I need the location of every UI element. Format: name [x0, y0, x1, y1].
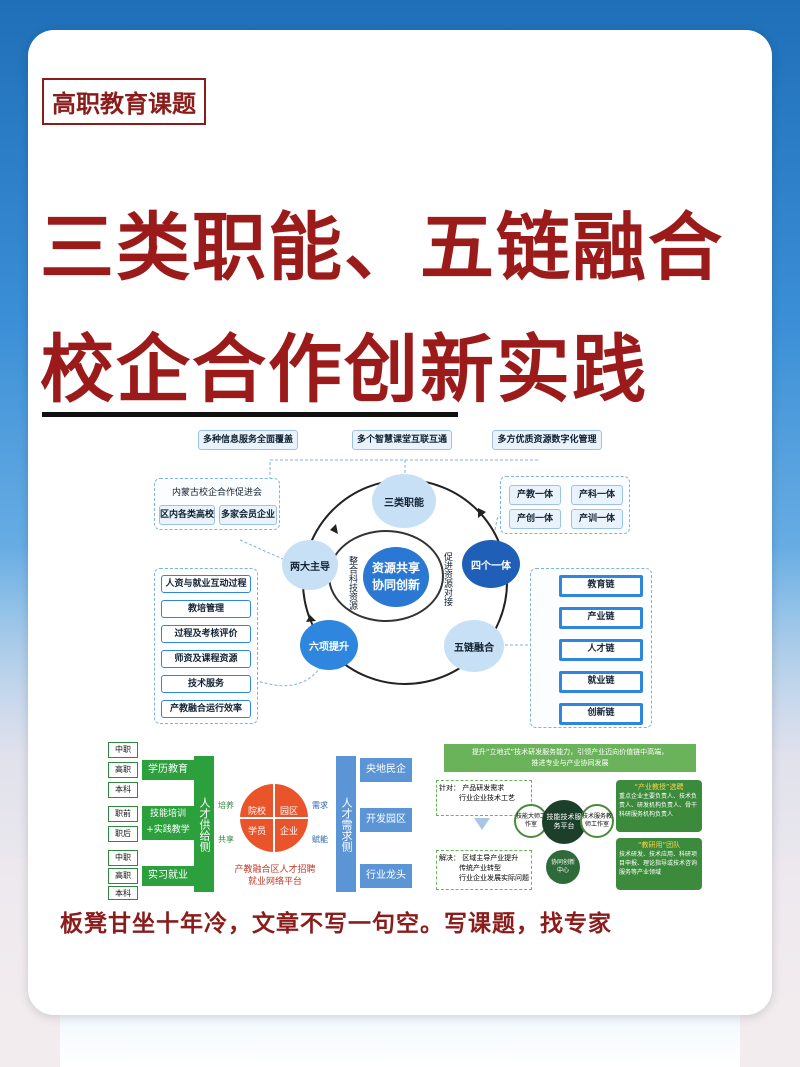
team1-title: “产业教授”选聘 — [634, 783, 684, 791]
circle-innovation-center: 协同创新中心 — [546, 850, 580, 884]
level-b-1: 职前 — [108, 806, 138, 822]
six-item-6: 产教融合运行效率 — [161, 700, 251, 718]
circle-teacher-studio: 技术服务教师工作室 — [580, 804, 614, 838]
six-item-3: 过程及考核评价 — [161, 625, 251, 643]
slogan: 板凳甘坐十年冷，文章不写一句空。写课题，找专家 — [60, 911, 612, 937]
tech-header: 提升“立地式”技术研发服务能力，引领产业迈向价值链中高端， 推进专业与产业协同发… — [444, 744, 696, 772]
platform-text: 产教融合区人才招聘 就业网络平台 — [220, 864, 330, 888]
tech-header-line-2: 推进专业与产业协同发展 — [531, 759, 609, 767]
top-item-3: 多方优质资源数字化管理 — [492, 430, 602, 450]
title-underline — [42, 412, 458, 417]
chain-label-3: 人才链 — [562, 642, 640, 658]
title-line-1: 三类职能、五链融合 — [40, 205, 724, 291]
title-line-2: 校企合作创新实践 — [40, 327, 648, 413]
target-box: 针对： 产品研发需求 行业企业技术工艺 — [436, 780, 532, 816]
level-b-2: 职后 — [108, 826, 138, 842]
target-item-2: 行业企业技术工艺 — [459, 794, 515, 802]
left-group-item-1: 区内各类高校 — [159, 505, 215, 525]
solve-item-2: 传统产业转型 — [459, 864, 501, 872]
six-item-5: 技术服务 — [161, 675, 251, 693]
node-five-chains: 五链融合 — [444, 620, 504, 672]
cultivate-label: 培养 — [218, 801, 234, 810]
demand-item-3: 行业龙头 — [360, 864, 412, 888]
level-c-1: 中职 — [108, 850, 138, 866]
chain-label-4: 就业链 — [562, 674, 640, 690]
quad-enterprise: 企业 — [280, 827, 299, 837]
left-group-item-2: 多家会员企业 — [219, 505, 277, 525]
team2-text: 技术研发、技术应用、科研项目申报、理论指导或技术咨询服务等产业领域 — [619, 851, 698, 876]
right-group-item-2: 产科一体 — [571, 485, 623, 505]
quad-school: 院校 — [248, 807, 267, 817]
chains-box: 教育链 产业链 人才链 就业链 创新链 — [530, 568, 652, 728]
cycle-diagram: 多种信息服务全面覆盖 多个智慧课堂互联互通 多方优质资源数字化管理 内蒙古校企合… — [150, 420, 670, 730]
label-training: 技能培训 +实践教学 — [142, 806, 194, 840]
center-line-2: 协同创新 — [371, 578, 420, 592]
right-group-box: 产教一体 产科一体 产创一体 产训一体 — [500, 476, 630, 534]
supply-side-bar: 人才供给侧 — [194, 756, 214, 892]
top-item-1: 多种信息服务全面覆盖 — [198, 430, 298, 450]
node-two-leads: 两大主导 — [282, 540, 338, 590]
team1-text: 重点企业主要负责人、技术负责人、研发机构负责人、骨干科研服务机构负责人 — [619, 793, 698, 818]
inner-left-text: 整合科技资源 — [347, 556, 357, 610]
demand-label: 需求 — [312, 801, 328, 810]
quad-student: 学员 — [248, 827, 267, 837]
level-a-3: 本科 — [108, 782, 138, 798]
target-label: 针对： — [439, 784, 460, 792]
category-tag: 高职教育课题 — [42, 78, 206, 125]
solve-item-1: 区域主导产业提升 — [462, 854, 519, 862]
chain-label-2: 产业链 — [562, 610, 640, 626]
left-group-title: 内蒙古校企合作促进会 — [171, 488, 262, 498]
inner-right-text: 促进资源对接 — [442, 552, 452, 606]
circle-service-platform: 技能技术服务平台 — [542, 800, 586, 844]
six-item-2: 教培管理 — [161, 600, 251, 618]
platform-line-2: 就业网络平台 — [247, 877, 302, 887]
chain-item-5: 创新链 — [559, 703, 643, 725]
team2-box: “教研用”团队 技术研发、技术应用、科研项目申报、理论指导或技术咨询服务等产业领… — [616, 838, 702, 890]
chain-label-5: 创新链 — [562, 706, 640, 722]
solve-label: 解决： — [439, 854, 460, 862]
chain-item-3: 人才链 — [559, 639, 643, 661]
right-group-item-4: 产训一体 — [571, 509, 623, 529]
demand-item-1: 央地民企 — [360, 758, 412, 782]
six-item-1: 人资与就业互动过程 — [161, 575, 251, 593]
chain-item-4: 就业链 — [559, 671, 643, 693]
share-label: 共享 — [218, 835, 234, 844]
quad-park: 园区 — [280, 807, 299, 817]
down-arrow-icon — [474, 818, 490, 830]
team2-title: “教研用”团队 — [637, 841, 681, 849]
target-item-1: 产品研发需求 — [462, 784, 505, 792]
quad-circle: 院校 园区 学员 企业 — [240, 784, 308, 852]
solve-item-3: 行业企业发展实际问题 — [459, 874, 529, 882]
team1-box: “产业教授”选聘 重点企业主要负责人、技术负责人、研发机构负责人、骨干科研服务机… — [616, 780, 702, 832]
top-item-2: 多个智慧课堂互联互通 — [352, 430, 452, 450]
talent-diagram: 中职 高职 本科 学历教育 职前 职后 技能培训 +实践教学 中职 高职 本科 … — [108, 740, 428, 900]
solve-box: 解决： 区域主导产业提升 传统产业转型 行业企业发展实际问题 — [436, 850, 532, 890]
chain-label-1: 教育链 — [562, 578, 640, 594]
left-group-box: 内蒙古校企合作促进会 区内各类高校 多家会员企业 — [154, 478, 280, 530]
level-a-1: 中职 — [108, 742, 138, 758]
label-education: 学历教育 — [142, 760, 194, 780]
node-three-functions: 三类职能 — [372, 474, 436, 528]
tech-header-line-1: 提升“立地式”技术研发服务能力，引领产业迈向价值链中高端， — [471, 748, 669, 756]
center-core: 资源共享 协同创新 — [363, 547, 429, 607]
node-four-integrations: 四个一体 — [462, 540, 520, 588]
level-c-3: 本科 — [108, 886, 138, 900]
tech-service-diagram: 提升“立地式”技术研发服务能力，引领产业迈向价值链中高端， 推进专业与产业协同发… — [430, 740, 710, 890]
chain-item-1: 教育链 — [559, 575, 643, 597]
level-a-2: 高职 — [108, 762, 138, 778]
empower-label: 赋能 — [312, 835, 328, 844]
center-line-1: 资源共享 — [371, 561, 420, 575]
platform-line-1: 产教融合区人才招聘 — [234, 865, 316, 875]
chain-item-2: 产业链 — [559, 607, 643, 629]
demand-side-bar: 人才需求侧 — [336, 756, 356, 892]
demand-item-2: 开发园区 — [360, 808, 412, 832]
six-item-4: 师资及课程资源 — [161, 650, 251, 668]
level-c-2: 高职 — [108, 868, 138, 884]
node-six-improvements: 六项提升 — [300, 620, 358, 670]
label-internship: 实习就业 — [142, 866, 194, 886]
six-items-box: 人资与就业互动过程 教培管理 过程及考核评价 师资及课程资源 技术服务 产教融合… — [154, 568, 258, 724]
right-group-item-3: 产创一体 — [509, 509, 561, 529]
right-group-item-1: 产教一体 — [509, 485, 561, 505]
